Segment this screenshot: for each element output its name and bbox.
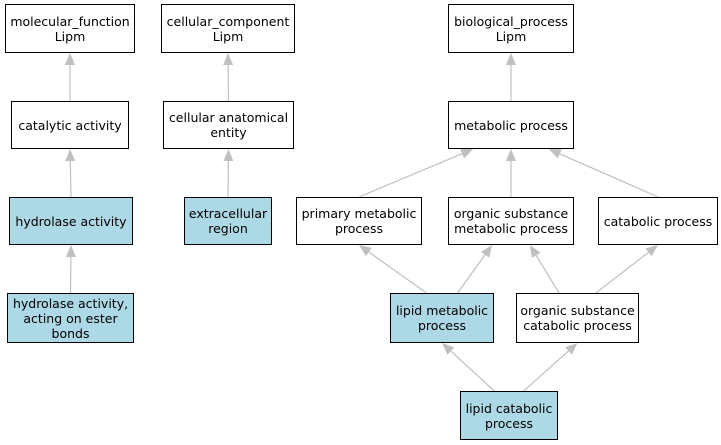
arrow-head-icon xyxy=(565,343,578,355)
arrow-head-icon xyxy=(442,343,455,355)
arrow-head-icon xyxy=(506,53,516,65)
node-cellular-component: cellular_component Lipm xyxy=(161,4,295,53)
edge-line xyxy=(69,160,72,198)
arrow-head-icon xyxy=(223,53,234,66)
node-hydrolase-activity: hydrolase activity xyxy=(9,197,133,245)
node-cellular-anatomical-entity: cellular anatomical entity xyxy=(163,101,294,149)
edge-line xyxy=(457,254,486,294)
node-catabolic-process: catabolic process xyxy=(598,197,718,245)
arrow-head-icon xyxy=(65,149,76,162)
arrow-head-icon xyxy=(529,245,541,258)
edge-line xyxy=(535,254,560,294)
edge-line xyxy=(358,153,463,198)
node-molecular-function: molecular_function Lipm xyxy=(5,4,135,53)
arrow-head-icon xyxy=(506,149,516,161)
node-primary-metabolic-process: primary metabolic process xyxy=(296,197,422,245)
node-lipid-metabolic-process: lipid metabolic process xyxy=(390,293,494,343)
node-biological-process: biological_process Lipm xyxy=(448,4,574,53)
edge-line xyxy=(368,251,427,294)
edge-line xyxy=(595,251,649,294)
node-lipid-catabolic-process: lipid catabolic process xyxy=(460,391,558,440)
node-metabolic-process: metabolic process xyxy=(448,101,574,149)
node-hydrolase-activity-ester-bonds: hydrolase activity, acting on ester bond… xyxy=(7,293,134,343)
arrow-head-icon xyxy=(65,53,75,65)
node-catalytic-activity: catalytic activity xyxy=(11,101,129,149)
edge-line xyxy=(450,350,495,392)
node-extracellular-region: extracellular region xyxy=(184,197,272,245)
edge-line xyxy=(559,153,659,198)
arrow-head-icon xyxy=(460,149,474,159)
node-organic-substance-catabolic-process: organic substance catabolic process xyxy=(516,293,639,343)
arrow-head-icon xyxy=(65,245,76,258)
arrow-head-icon xyxy=(481,245,493,258)
arrow-head-icon xyxy=(645,245,658,257)
node-organic-substance-metabolic-process: organic substance metabolic process xyxy=(448,197,574,245)
arrow-head-icon xyxy=(223,149,234,162)
arrow-head-icon xyxy=(548,149,562,159)
arrow-head-icon xyxy=(359,245,372,257)
edge-line xyxy=(523,350,569,392)
